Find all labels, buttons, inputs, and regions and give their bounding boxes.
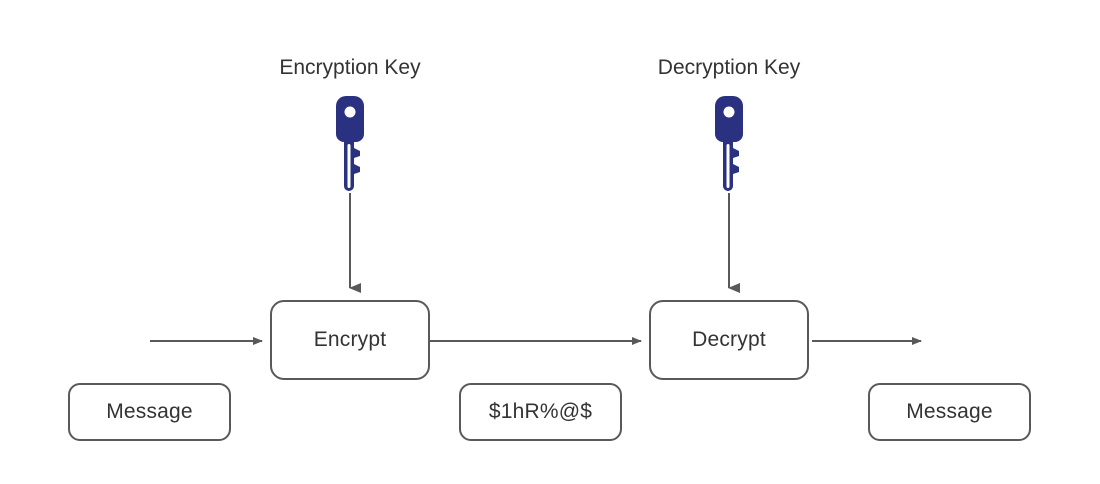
- message-input-box[interactable]: Message: [68, 383, 231, 441]
- decrypt-process-box[interactable]: Decrypt: [649, 300, 809, 380]
- encryption-key-icon: [336, 96, 364, 191]
- ciphertext-box[interactable]: $1hR%@$: [459, 383, 622, 441]
- decryption-key-label: Decryption Key: [657, 56, 801, 79]
- encrypt-process-box[interactable]: Encrypt: [270, 300, 430, 380]
- encryption-key-label: Encryption Key: [279, 56, 421, 79]
- decryption-key-icon: [715, 96, 743, 191]
- message-output-box[interactable]: Message: [868, 383, 1031, 441]
